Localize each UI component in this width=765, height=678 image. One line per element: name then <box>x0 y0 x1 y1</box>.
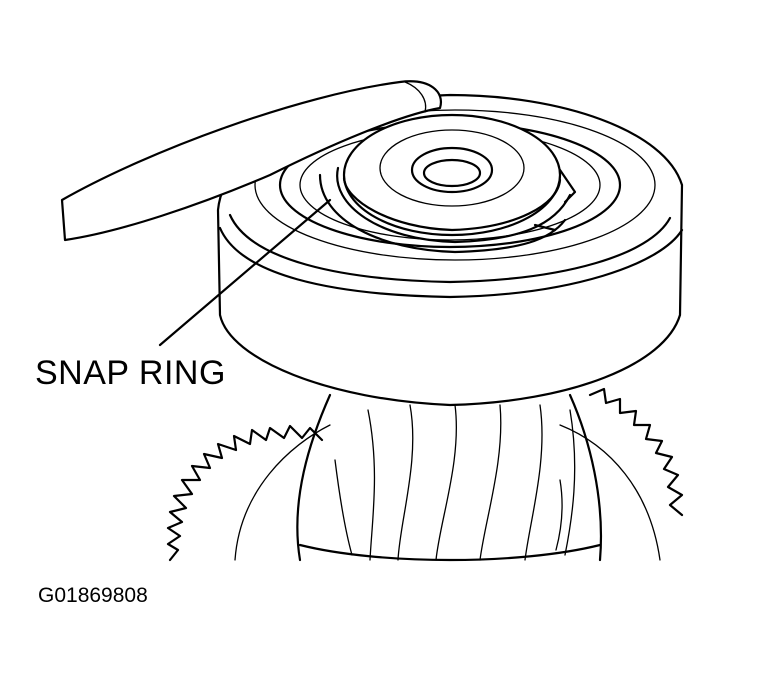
ring-gear <box>166 387 684 562</box>
inner-race <box>342 113 562 237</box>
snap-ring <box>318 166 577 254</box>
callout-leader-line <box>158 198 332 347</box>
pinion-shaft <box>296 393 603 562</box>
pry-tool <box>60 80 443 242</box>
figure-code: G01869808 <box>38 584 148 607</box>
snap-ring-callout-label: SNAP RING <box>35 354 226 392</box>
bearing <box>216 93 684 407</box>
